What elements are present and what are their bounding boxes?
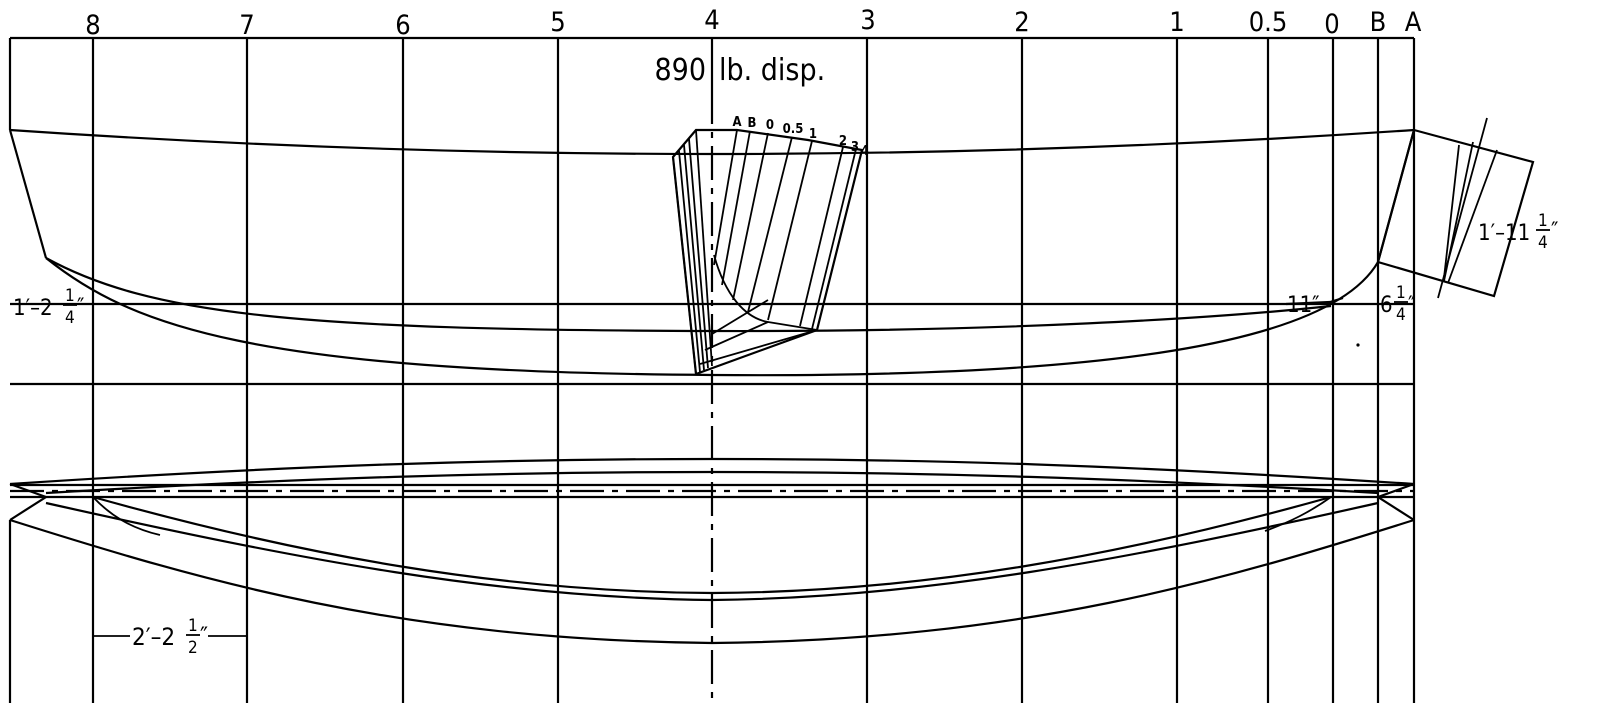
dim-numerator: 1 — [1538, 211, 1548, 231]
bottom-diagonal-1 — [711, 299, 769, 335]
section-line-3 — [811, 148, 857, 330]
plan-view — [9, 457, 1415, 645]
section-line-a — [713, 129, 738, 266]
chine-half-breadth — [45, 501, 1379, 602]
section-label: 2 — [839, 134, 847, 149]
bottom-diagonal-2 — [704, 321, 769, 351]
dim-denominator: 4 — [65, 308, 75, 328]
dim-denominator: 2 — [188, 638, 198, 658]
section-label: 0.5 — [783, 122, 804, 137]
dim-numerator: 1 — [1396, 283, 1406, 303]
bow-knuckle-curve — [1264, 496, 1332, 532]
station-label: 0 — [1324, 9, 1339, 40]
station-label: 4 — [704, 5, 719, 36]
dim-inch-mark: ″ — [200, 622, 208, 650]
rabbet-line — [45, 257, 1332, 333]
dim-whole: 1′–2 — [13, 296, 53, 321]
dim-inch-mark: ″ — [77, 295, 84, 320]
section-label: 4 — [861, 144, 869, 159]
stern-transom-plan — [9, 482, 49, 521]
stern-section-line-5 — [695, 129, 713, 367]
dim-whole: 1′–11 — [1478, 221, 1530, 246]
section-line-0 — [732, 132, 769, 301]
dim-numerator: 1 — [65, 286, 75, 306]
sheer-line — [9, 128, 1415, 156]
keel-half-breadth — [92, 495, 1332, 595]
station-label: 1 — [1169, 7, 1184, 38]
bow-stem-plan — [1375, 482, 1415, 521]
section-label: 3 — [851, 140, 859, 155]
section-label: 0 — [766, 118, 774, 133]
dim-denominator: 4 — [1538, 233, 1548, 253]
dim-inch-mark: ″ — [1551, 219, 1558, 244]
section-line-2 — [799, 146, 844, 327]
station-grid — [8, 38, 1416, 703]
half-breadth-dim: 2′–2 1 2 ″ — [93, 616, 247, 658]
dim-denominator: 4 — [1396, 305, 1406, 325]
station-label: 8 — [85, 10, 100, 41]
displacement-value: 890 — [654, 53, 706, 88]
station-label: 3 — [860, 5, 875, 36]
transom-outline — [1376, 128, 1535, 298]
sheer-half-breadth-upper — [9, 457, 1415, 486]
dim-numerator: 1 — [188, 616, 198, 636]
stern-knuckle-curve — [92, 496, 161, 536]
profile-view — [8, 128, 1416, 377]
section-line-1 — [767, 140, 813, 321]
dim-inch-mark: ″ — [1408, 293, 1415, 318]
stern-section-line-2 — [678, 150, 701, 373]
station-label: B — [1370, 7, 1387, 38]
transom-line-2 — [1443, 141, 1474, 282]
sheer-half-breadth-lower — [9, 518, 1415, 645]
rake-profile-line — [1285, 296, 1344, 306]
section-line-b — [721, 130, 751, 286]
section-label: B — [748, 116, 757, 131]
station-label: A — [1405, 7, 1422, 38]
stern-freeboard-dim: 1′–2 1 4 ″ — [13, 286, 84, 328]
station-label: 6 — [395, 10, 410, 41]
body-plan: A B 0 0.5 1 2 3 4 — [671, 115, 869, 376]
stern-transom-line — [8, 129, 48, 259]
reference-lines — [10, 36, 1414, 499]
displacement-unit: lb. disp. — [719, 53, 825, 88]
transom-line-4 — [1447, 149, 1498, 284]
dim-whole: 6 — [1380, 293, 1393, 318]
transom-view: 1′–11 1 4 ″ — [1376, 117, 1558, 299]
stern-section-line-4 — [688, 138, 709, 369]
station-labels: 8 7 6 5 4 3 2 1 0.5 0 B A — [85, 5, 1421, 41]
bow-waterline-dim: 11″ — [1287, 293, 1320, 318]
dim-text: 11″ — [1287, 293, 1320, 318]
stern-section-line-1 — [672, 156, 697, 375]
transom-height-dim: 1′–11 1 4 ″ — [1478, 211, 1558, 253]
station-label: 7 — [239, 10, 254, 41]
displacement-note: 890 lb. disp. — [654, 53, 825, 88]
transom-line-3 — [1443, 144, 1460, 279]
stern-section-line-3 — [683, 144, 705, 371]
deck-line-upper — [45, 470, 1379, 495]
section-label: 1 — [809, 127, 817, 142]
station-label: 2 — [1014, 7, 1029, 38]
station-label: 5 — [550, 7, 565, 38]
bow-depth-dim: 6 1 4 ″ — [1380, 283, 1415, 325]
section-label: A — [732, 115, 741, 130]
station-label: 0.5 — [1249, 7, 1288, 38]
section-line-0-5 — [747, 136, 793, 313]
dim-whole: 2′–2 — [132, 623, 175, 651]
bottom-diagonal-3 — [699, 329, 818, 365]
reference-dot — [1356, 343, 1360, 347]
body-plan-outline — [671, 128, 864, 376]
keel-profile-line — [45, 257, 1379, 377]
